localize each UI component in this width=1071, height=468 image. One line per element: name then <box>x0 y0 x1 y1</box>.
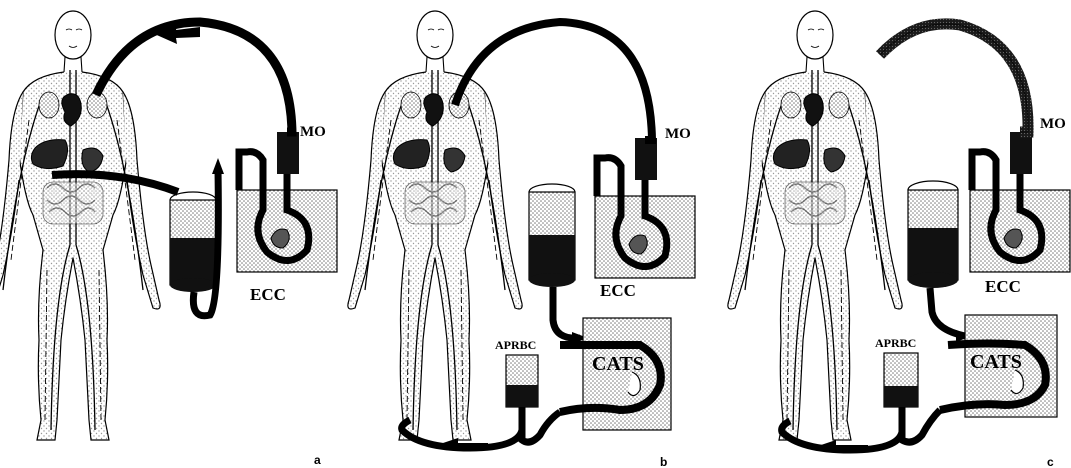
panel-b-letter: b <box>660 455 667 468</box>
panel-b-aprbc-label: APRBC <box>495 338 536 352</box>
panel-b-reservoir <box>529 184 575 287</box>
panel-a-reservoir <box>170 192 216 292</box>
panel-c-body <box>728 11 902 440</box>
panel-c-ecc <box>970 132 1070 272</box>
panel-c-ecc-label: ECC <box>985 277 1021 296</box>
panel-c-reservoir <box>908 181 958 288</box>
panel-a-ecc <box>237 132 337 272</box>
panel-b-suction-line <box>553 287 580 338</box>
panel-c-aprbc-bag <box>884 353 918 407</box>
panel-b-ecc <box>595 138 695 278</box>
panel-b-body <box>348 11 522 440</box>
panel-c-flow-arrow <box>904 50 920 64</box>
panel-a-body <box>0 11 160 440</box>
panel-b: MO ECC CATS APRBC b <box>348 11 695 468</box>
panel-a-letter: a <box>314 453 321 467</box>
panel-c-suction-line <box>930 288 965 336</box>
panel-b-ecc-label: ECC <box>600 281 636 300</box>
panel-c-letter: c <box>1047 455 1054 468</box>
panel-a-mo-label: MO <box>300 124 326 140</box>
panel-c-arterial-line <box>880 24 1028 132</box>
panel-a: MO ECC a <box>0 11 337 467</box>
panel-b-aprbc-bag <box>506 355 538 407</box>
panel-a-ecc-label: ECC <box>250 285 286 304</box>
panel-c-cats-label: CATS <box>970 351 1022 373</box>
panel-b-cats-label: CATS <box>592 353 644 375</box>
panel-c-aprbc-label: APRBC <box>875 336 916 350</box>
panel-b-mo-label: MO <box>665 126 691 142</box>
panel-c: MO ECC CATS APRBC c <box>728 11 1070 468</box>
panel-c-mo-label: MO <box>1040 116 1066 132</box>
